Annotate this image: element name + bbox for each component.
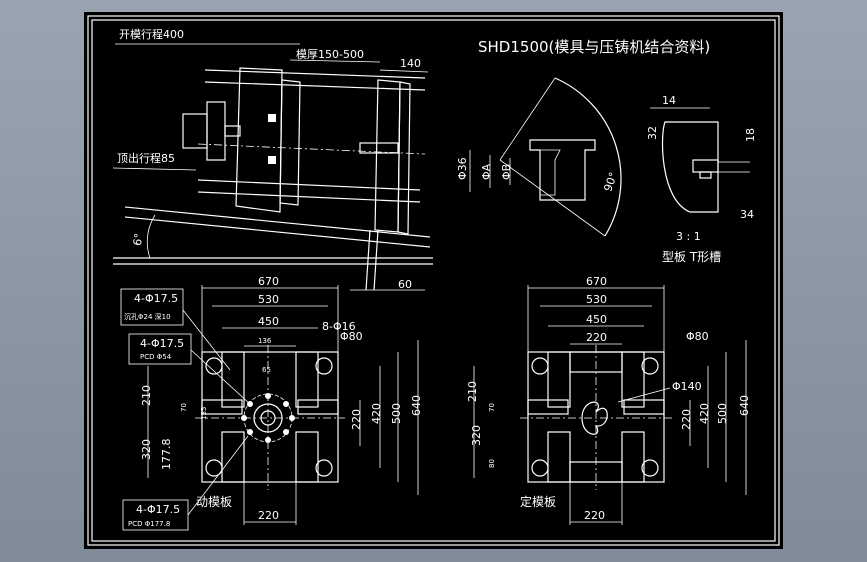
tslot-18: 18 xyxy=(744,128,757,142)
fp-70: 70 xyxy=(488,403,496,412)
mp-callout-3: 4-Φ17.5 xyxy=(136,503,180,516)
mp-136: 136 xyxy=(258,337,272,345)
drawing-title: SHD1500(模具与压铸机结合资料) xyxy=(478,38,710,56)
mp-callout-2-sub: PCD Φ54 xyxy=(140,353,172,361)
drawing-inner-frame xyxy=(91,19,776,542)
fixed-platen-view: 670 530 450 220 Φ80 Φ140 210 70 320 80 2… xyxy=(466,275,751,525)
fp-640: 640 xyxy=(738,395,751,416)
fp-220b: 220 xyxy=(584,509,605,522)
mp-callout-1-sub: 沉孔Φ24 深10 xyxy=(124,312,171,321)
mp-500: 500 xyxy=(390,403,403,424)
mp-320: 320 xyxy=(140,439,153,460)
drawing-frame xyxy=(87,15,780,546)
mp-70: 70 xyxy=(180,403,188,412)
fp-320: 320 xyxy=(470,425,483,446)
fp-530: 530 xyxy=(586,293,607,306)
moving-platen-view: 670 530 450 136 65 8-Φ16 Φ80 210 70 135 … xyxy=(120,275,423,531)
mp-210: 210 xyxy=(140,385,153,406)
fp-220t: 220 xyxy=(586,331,607,344)
fp-500: 500 xyxy=(716,403,729,424)
mp-135: 135 xyxy=(200,407,208,420)
tslot-scale: 3 : 1 xyxy=(676,230,701,243)
fp-420: 420 xyxy=(698,403,711,424)
nozzle-detail: Φ36 ΦA ΦB 90° xyxy=(456,77,622,237)
dim-60: 60 xyxy=(398,278,412,291)
fp-450: 450 xyxy=(586,313,607,326)
nozzle-dB: ΦB xyxy=(500,164,513,180)
eject-stroke-label: 顶出行程85 xyxy=(117,151,175,165)
mp-220h: 220 xyxy=(350,409,363,430)
mp-640: 640 xyxy=(410,395,423,416)
tslot-label: 型板 T形槽 xyxy=(662,250,721,264)
fp-phi140: Φ140 xyxy=(672,380,702,393)
nozzle-d36: Φ36 xyxy=(456,157,469,180)
mp-530: 530 xyxy=(258,293,279,306)
moving-platen-label: 动模板 xyxy=(196,495,232,509)
fp-80: 80 xyxy=(488,459,496,468)
nozzle-angle: 90° xyxy=(601,171,620,194)
fp-670: 670 xyxy=(586,275,607,288)
fp-220h: 220 xyxy=(680,409,693,430)
fp-210: 210 xyxy=(466,381,479,402)
machine-side-view: 开模行程400 模厚150-500 140 顶出行程85 6° 60 xyxy=(112,28,433,291)
nozzle-dA: ΦA xyxy=(480,163,493,180)
mp-220b: 220 xyxy=(258,509,279,522)
drawing-background xyxy=(84,12,783,549)
mold-thickness-label: 模厚150-500 xyxy=(296,48,364,61)
tslot-34: 34 xyxy=(740,208,754,221)
mp-670: 670 xyxy=(258,275,279,288)
mp-65: 65 xyxy=(262,366,271,374)
dim-140: 140 xyxy=(400,57,421,70)
mp-420: 420 xyxy=(370,403,383,424)
open-stroke-label: 开模行程400 xyxy=(119,28,184,41)
mp-450: 450 xyxy=(258,315,279,328)
fp-phi80: Φ80 xyxy=(686,330,709,343)
tslot-32: 32 xyxy=(646,126,659,140)
t-slot-detail: 14 32 18 34 3 : 1 型板 T形槽 xyxy=(646,94,757,264)
mp-177-8: 177.8 xyxy=(160,439,173,471)
tslot-14: 14 xyxy=(662,94,676,107)
mp-callout-2: 4-Φ17.5 xyxy=(140,337,184,350)
mp-8phi16: 8-Φ16 xyxy=(322,320,356,333)
mp-phi80: Φ80 xyxy=(340,330,363,343)
mp-callout-3-sub: PCD Φ177.8 xyxy=(128,520,170,528)
mp-callout-1: 4-Φ17.5 xyxy=(134,292,178,305)
tilt-angle: 6° xyxy=(131,232,146,247)
fixed-platen-label: 定模板 xyxy=(520,494,556,509)
